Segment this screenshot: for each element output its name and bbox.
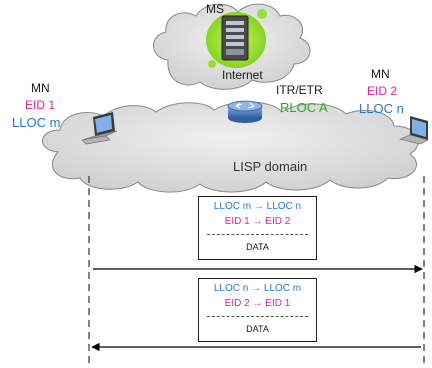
server-icon (221, 15, 249, 61)
mn-right-title: MN (371, 67, 390, 81)
ms-label: MS (206, 2, 224, 16)
mn-left-title: MN (31, 81, 50, 95)
router-icon (227, 100, 263, 123)
mn-left-lloc: LLOC m (12, 115, 61, 130)
packet-2: LLOC n → LLOC m EID 2 → EID 1 DATA (198, 278, 317, 342)
packet-1-separator (207, 234, 308, 235)
packet-2-data: DATA (246, 324, 269, 334)
router-rloc: RLOC A (280, 100, 328, 115)
lisp-domain-label: LISP domain (233, 159, 308, 174)
mn-right-lloc: LLOC n (359, 101, 404, 116)
laptop-right-icon (399, 116, 429, 145)
packet-1-data: DATA (246, 242, 269, 252)
packet-1-eid: EID 1 → EID 2 (224, 216, 291, 227)
packet-2-eid: EID 2 → EID 1 (224, 298, 291, 309)
packet-1: LLOC m → LLOC n EID 1 → EID 2 DATA (198, 196, 317, 260)
packet-1-lloc: LLOC m → LLOC n (213, 201, 302, 212)
internet-label: Internet (222, 68, 263, 82)
mn-left-eid: EID 1 (25, 98, 56, 112)
mn-right-eid: EID 2 (367, 84, 398, 98)
router-name: ITR/ETR (276, 83, 323, 97)
packet-2-separator (207, 316, 308, 317)
packet-2-lloc: LLOC n → LLOC m (213, 283, 302, 294)
laptop-left-icon (81, 112, 118, 145)
